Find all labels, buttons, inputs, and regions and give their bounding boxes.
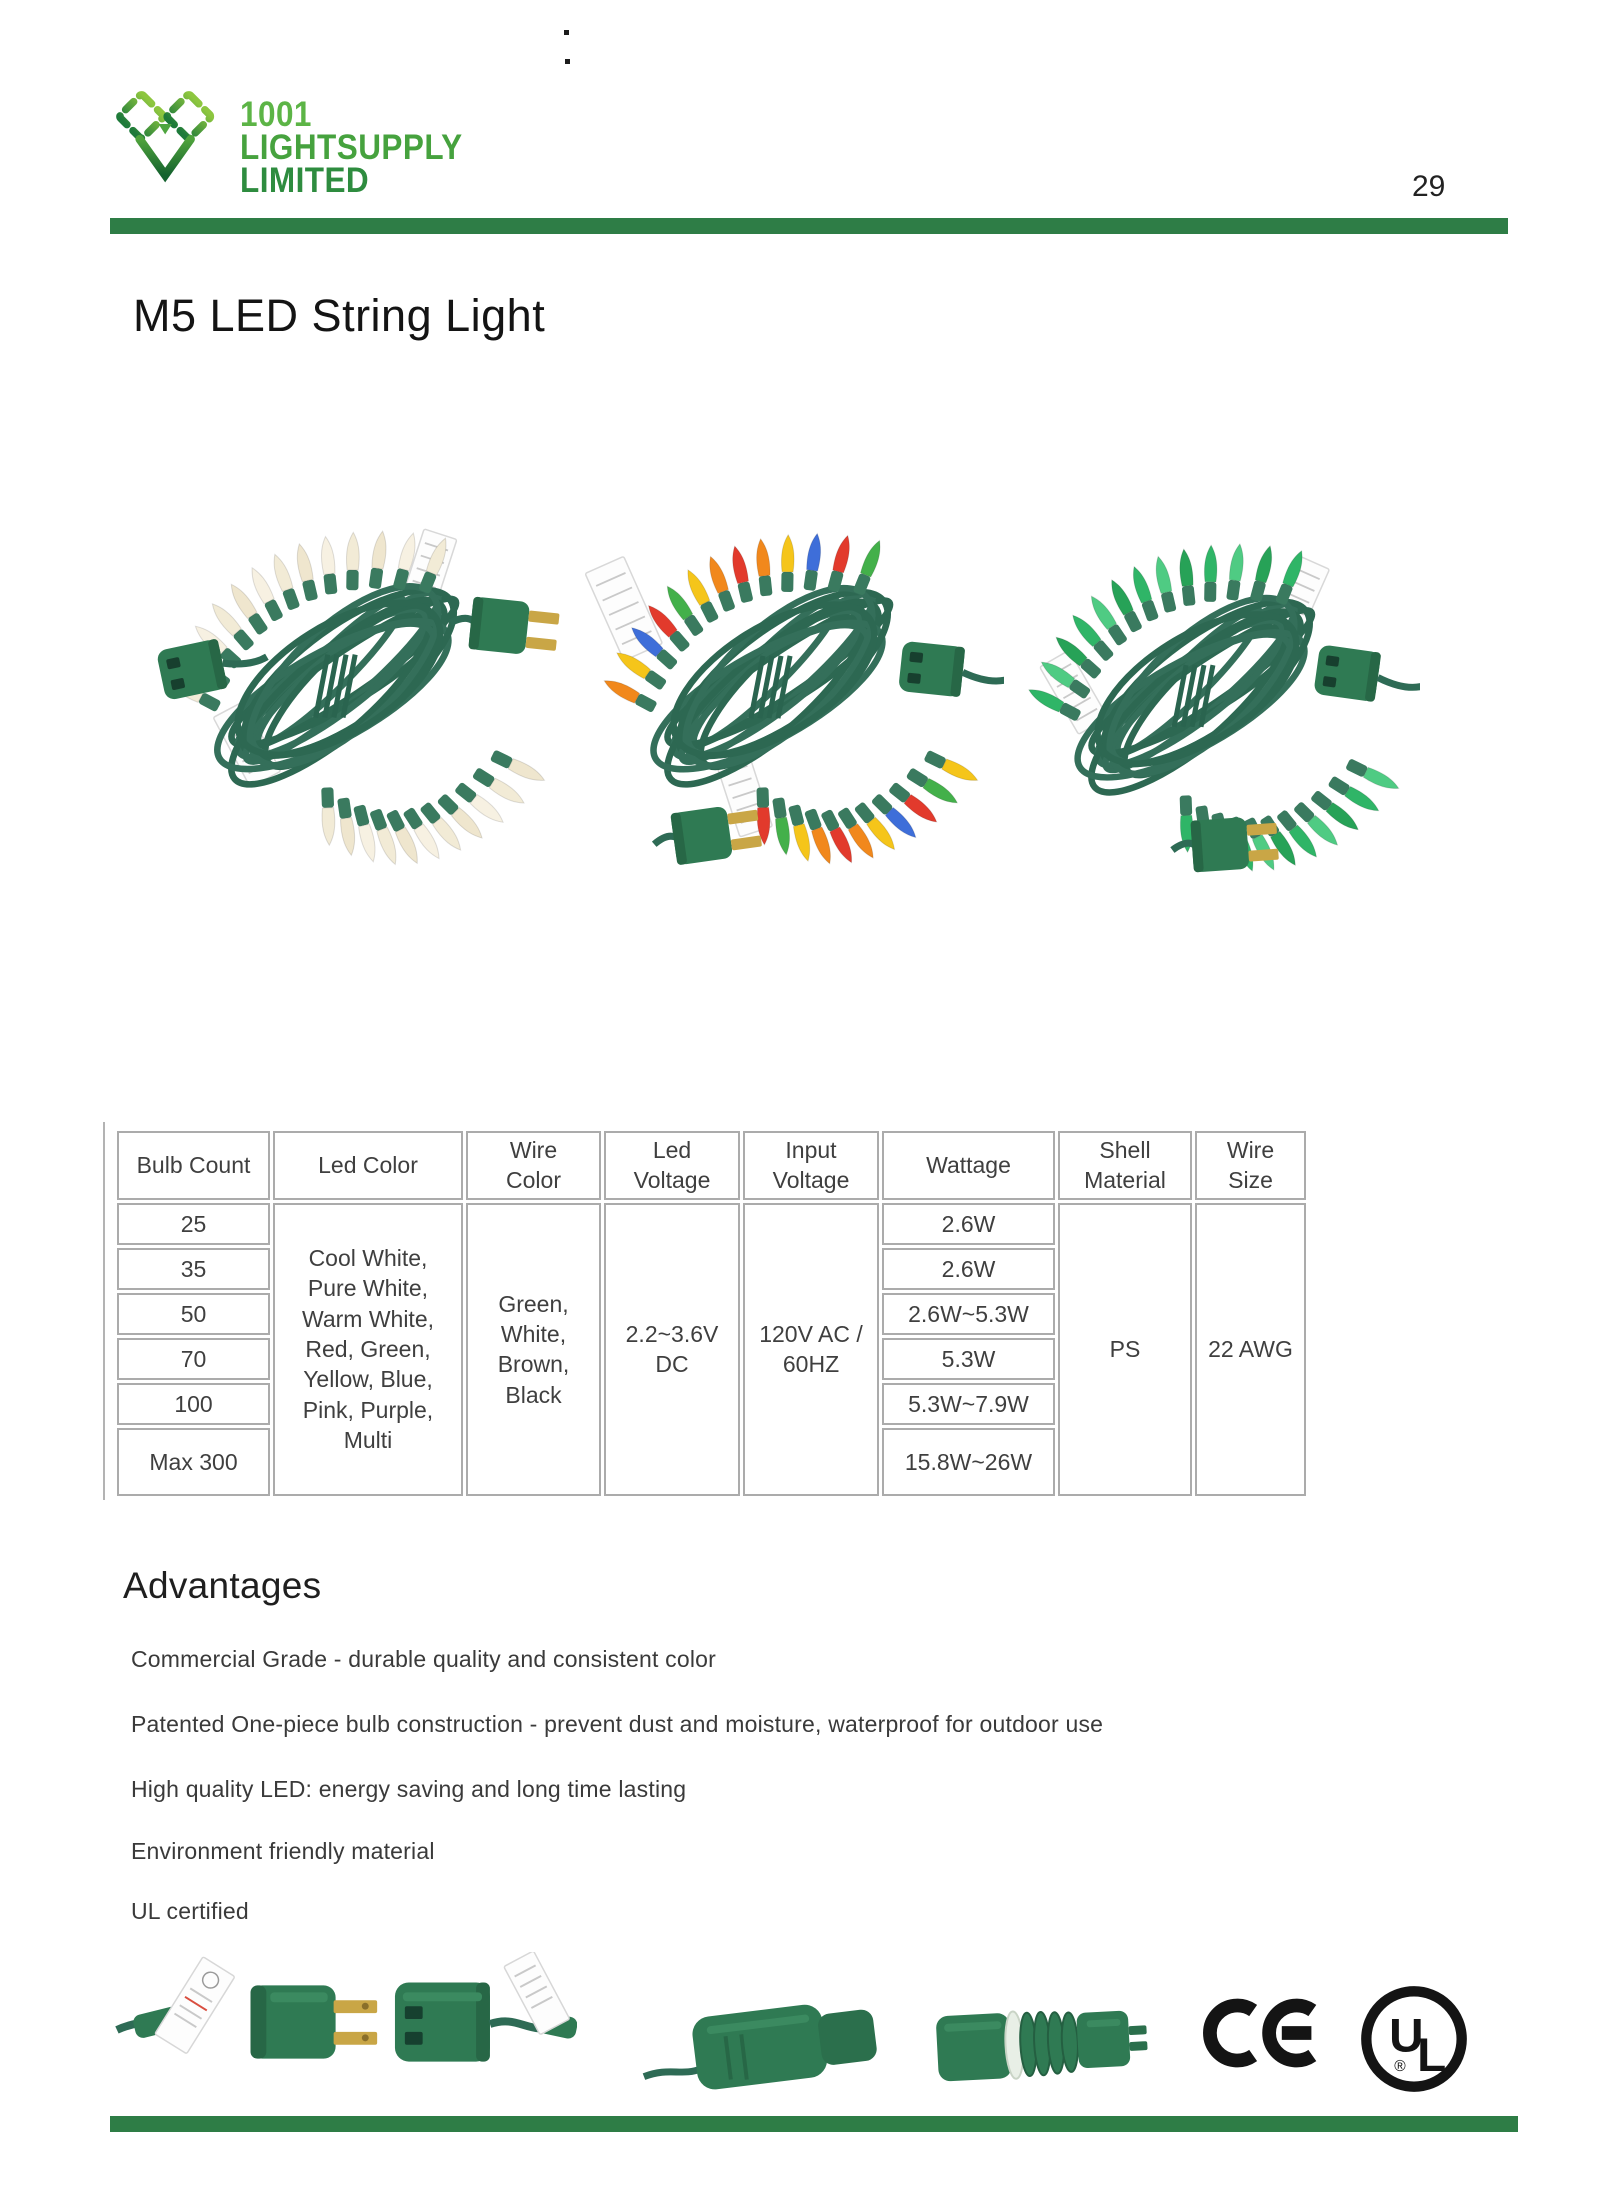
ul-mark: U L ® xyxy=(1357,1982,1471,2096)
spec-table: Bulb Count Led Color Wire Color Led Volt… xyxy=(114,1128,1309,1499)
col-header-wattage: Wattage xyxy=(882,1131,1055,1200)
ce-mark: CE xyxy=(1203,1996,1331,2070)
page-title: M5 LED String Light xyxy=(133,290,546,341)
logo-line-2: LIGHTSUPPLY xyxy=(240,127,463,167)
input-voltage-cell: 120V AC / 60HZ xyxy=(743,1202,879,1496)
label-tag xyxy=(154,1956,235,2054)
ul-letter-u: U xyxy=(1389,2009,1423,2062)
led-voltage-cell: 2.2~3.6V DC xyxy=(604,1202,740,1496)
wire-size-cell: 22 AWG xyxy=(1195,1202,1306,1496)
col-header-shell-material: Shell Material xyxy=(1058,1131,1192,1200)
advantage-item: High quality LED: energy saving and long… xyxy=(131,1776,687,1802)
connector-closeup-photo xyxy=(640,1980,1155,2102)
label-tag xyxy=(503,1952,570,2035)
logo-line-3: LIMITED xyxy=(240,160,370,200)
bulb-count-cell: 50 xyxy=(117,1292,270,1335)
white-led-string-light-photo xyxy=(112,462,574,898)
bulb-count-cell: 100 xyxy=(117,1382,270,1425)
plug-closeup-photo xyxy=(112,1952,577,2097)
advantage-item: UL certified xyxy=(131,1898,249,1924)
bulb-count-cell: 70 xyxy=(117,1337,270,1380)
wire-color-cell: Green, White, Brown, Black xyxy=(466,1202,601,1496)
advantages-heading: Advantages xyxy=(123,1565,322,1606)
dot-mark xyxy=(564,30,569,35)
led-color-cell: Cool White, Pure White, Warm White, Red,… xyxy=(273,1202,463,1496)
col-header-led-color: Led Color xyxy=(273,1131,463,1200)
logo-line-1: 1001 xyxy=(240,95,312,134)
logo-heart-icon xyxy=(106,90,230,194)
wattage-cell: 15.8W~26W xyxy=(882,1427,1055,1496)
col-header-wire-size: Wire Size xyxy=(1195,1131,1306,1200)
company-logo-text: 1001 LIGHTSUPPLY LIMITED xyxy=(240,95,463,200)
registered-symbol: ® xyxy=(1394,2058,1406,2075)
footer-rule xyxy=(110,2116,1518,2132)
advantage-item: Commercial Grade - durable quality and c… xyxy=(131,1646,716,1672)
wattage-cell: 5.3W~7.9W xyxy=(882,1382,1055,1425)
bulb-count-cell: 25 xyxy=(117,1202,270,1245)
col-header-wire-color: Wire Color xyxy=(466,1131,601,1200)
col-header-input-voltage: Input Voltage xyxy=(743,1131,879,1200)
header-rule xyxy=(110,218,1508,234)
table-left-accent-line xyxy=(103,1122,105,1500)
shell-material-cell: PS xyxy=(1058,1202,1192,1496)
multicolor-led-string-light-photo xyxy=(552,465,1004,897)
col-header-led-voltage: Led Voltage xyxy=(604,1131,740,1200)
wattage-cell: 2.6W xyxy=(882,1202,1055,1245)
bulb-count-cell: 35 xyxy=(117,1247,270,1290)
advantage-item: Environment friendly material xyxy=(131,1838,435,1864)
ul-letter-l: L xyxy=(1417,2029,1446,2082)
page-number: 29 xyxy=(1412,170,1446,203)
spec-table-wrapper: Bulb Count Led Color Wire Color Led Volt… xyxy=(114,1128,1309,1499)
advantage-item: Patented One-piece bulb construction - p… xyxy=(131,1711,1104,1737)
dot-mark xyxy=(565,59,570,64)
wattage-cell: 5.3W xyxy=(882,1337,1055,1380)
green-led-string-light-photo xyxy=(982,475,1420,905)
bulb-count-cell: Max 300 xyxy=(117,1427,270,1496)
wattage-cell: 2.6W~5.3W xyxy=(882,1292,1055,1335)
col-header-bulb-count: Bulb Count xyxy=(117,1131,270,1200)
wattage-cell: 2.6W xyxy=(882,1247,1055,1290)
